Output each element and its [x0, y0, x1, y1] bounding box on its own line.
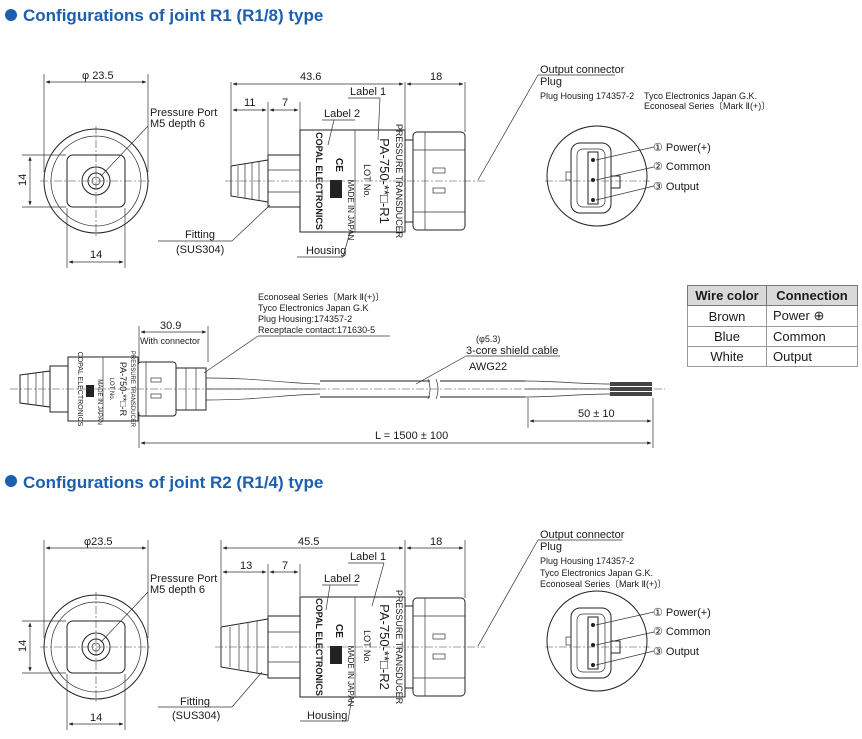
- front-view-r2: φ23.5 14 14 Pressure Port M5 depth 6: [17, 536, 217, 730]
- table-cell-color: White: [687, 346, 767, 367]
- label-label1-r2: Label 1: [350, 551, 386, 563]
- dim-connector-length-r2: 18: [430, 536, 442, 548]
- cable-view: Econoseal Series〔Mark Ⅱ(+)〕 Tyco Electro…: [10, 292, 665, 448]
- label-plug-r2: Plug: [540, 541, 562, 553]
- section-bullet-r2: [5, 475, 17, 487]
- section-r1: Configurations of joint R1 (R1/8) type φ…: [5, 6, 770, 268]
- dim-diameter-r2: φ23.5: [84, 536, 113, 548]
- label-housing-r2: Housing: [307, 710, 347, 722]
- side-view-r1: COPAL ELECTRONICS CE MADE IN JAPAN PRESS…: [158, 64, 770, 258]
- table-header-row: Wire color Connection: [687, 285, 858, 306]
- label2-made-in-r2: MADE IN JAPAN: [346, 646, 355, 707]
- label-sus304-r1: (SUS304): [176, 244, 224, 256]
- label-tyco-r2: Tyco Electronics Japan G.K.: [540, 568, 653, 578]
- pin3-label-r2: ③ Output: [653, 646, 699, 658]
- dim-11-r1: 11: [244, 97, 255, 109]
- table-cell-color: Brown: [687, 305, 767, 327]
- label-output-connector-r1: Output connector: [540, 64, 625, 76]
- label-output-connector-r2: Output connector: [540, 529, 625, 541]
- label-pressure-port-r1: Pressure Port: [150, 107, 217, 119]
- dim-width-r2: 14: [90, 712, 102, 724]
- section-r2: Configurations of joint R2 (R1/4) type φ…: [5, 473, 711, 730]
- label-pressure-port-r2: Pressure Port: [150, 573, 217, 585]
- pin2-label-r2: ② Common: [653, 626, 711, 638]
- dim-diameter-r1: φ 23.5: [82, 70, 114, 82]
- label-housing-r1: Housing: [306, 245, 346, 257]
- label-label1-r1: Label 1: [350, 86, 386, 98]
- dim-7-r2: 7: [282, 560, 288, 572]
- cable-plug-housing: Plug Housing:174357-2: [258, 314, 352, 324]
- label-plug-housing-r2: Plug Housing 174357-2: [540, 556, 634, 566]
- label2-ce-r1: CE: [333, 158, 344, 172]
- table-header-wire-color: Wire color: [687, 285, 767, 306]
- cable-with-connector: With connector: [140, 336, 200, 346]
- cable-diameter: (φ5.3): [476, 334, 500, 344]
- connector-end-view-r1: ① Power(+) ② Common ③ Output: [545, 125, 711, 227]
- table-header-connection: Connection: [766, 285, 858, 306]
- cable-econoseal: Econoseal Series〔Mark Ⅱ(+)〕: [258, 292, 384, 302]
- pin3-label-r1: ③ Output: [653, 181, 699, 193]
- label2-logo-r2: [330, 646, 342, 664]
- cable-receptacle: Receptacle contact:171630-5: [258, 325, 375, 335]
- dim-body-length-r2: 45.5: [298, 536, 319, 548]
- table-cell-connection: Common: [766, 326, 858, 347]
- cable-awg: AWG22: [469, 361, 507, 373]
- table-cell-color: Blue: [687, 326, 767, 347]
- wire-color-table: Wire color Connection Brown Power ⊕ Blue…: [687, 285, 858, 367]
- label-econoseal-r1: Econoseal Series〔Mark Ⅱ(+)〕: [644, 101, 770, 111]
- connector-end-view-r2: ① Power(+) ② Common ③ Output: [545, 590, 711, 692]
- dim-connector-length-r1: 18: [430, 71, 442, 83]
- label-label2-r1: Label 2: [324, 108, 360, 120]
- cable-side-transducer: PRESSURE TRANSDUCER: [129, 351, 135, 428]
- section-title-r2: Configurations of joint R2 (R1/4) type: [23, 473, 323, 492]
- dim-body-length-r1: 43.6: [300, 71, 321, 83]
- label-port-depth-r1: M5 depth 6: [150, 118, 205, 130]
- pin1-label-r1: ① Power(+): [653, 142, 711, 154]
- cable-side-logo: [86, 385, 94, 397]
- cable-description: 3-core shield cable: [466, 345, 558, 357]
- label2-logo-r1: [330, 180, 342, 198]
- pin2-label-r1: ② Common: [653, 161, 711, 173]
- table-cell-connection: Power ⊕: [766, 305, 858, 327]
- dim-7-r1: 7: [282, 97, 288, 109]
- dim-height-r2: 14: [17, 640, 29, 652]
- cable-with-conn-len: 30.9: [160, 320, 181, 332]
- label-port-depth-r2: M5 depth 6: [150, 584, 205, 596]
- label-plug-housing-r1: Plug Housing 174357-2: [540, 91, 634, 101]
- table-row: Brown Power ⊕: [687, 305, 858, 327]
- cable-strip-length: 50 ± 10: [578, 408, 615, 420]
- label2-ce-r2: CE: [333, 624, 344, 638]
- label-sus304-r2: (SUS304): [172, 710, 220, 722]
- label-fitting-r1: Fitting: [185, 229, 215, 241]
- cable-side-copal: COPAL ELECTRONICS: [76, 352, 83, 427]
- cable-total-length: L = 1500 ± 100: [375, 430, 448, 442]
- pin1-label-r2: ① Power(+): [653, 607, 711, 619]
- section-bullet-r1: [5, 9, 17, 21]
- section-title-r1: Configurations of joint R1 (R1/8) type: [23, 6, 323, 25]
- label-label2-r2: Label 2: [324, 573, 360, 585]
- cable-tyco: Tyco Electronics Japan G.K: [258, 303, 369, 313]
- label2-made-in-r1: MADE IN JAPAN: [346, 180, 355, 241]
- table-row: Blue Common: [687, 326, 858, 347]
- dim-13-r2: 13: [240, 560, 252, 572]
- label-econoseal-r2: Econoseal Series〔Mark Ⅱ(+)〕: [540, 579, 666, 589]
- side-view-r2: COPAL ELECTRONICS CE MADE IN JAPAN PRESS…: [158, 529, 666, 722]
- label-fitting-r2: Fitting: [180, 696, 210, 708]
- label-plug-r1: Plug: [540, 76, 562, 88]
- table-row: White Output: [687, 346, 858, 367]
- dim-width-r1: 14: [90, 249, 102, 261]
- dim-height-r1: 14: [17, 174, 29, 186]
- label-tyco-r1: Tyco Electronics Japan G.K.: [644, 91, 757, 101]
- table-cell-connection: Output: [766, 346, 858, 367]
- cable-side-made-in: MADE IN JAPAN: [96, 379, 102, 425]
- front-view-r1: φ 23.5 14 14 Pressure Port M5 depth 6: [17, 70, 217, 268]
